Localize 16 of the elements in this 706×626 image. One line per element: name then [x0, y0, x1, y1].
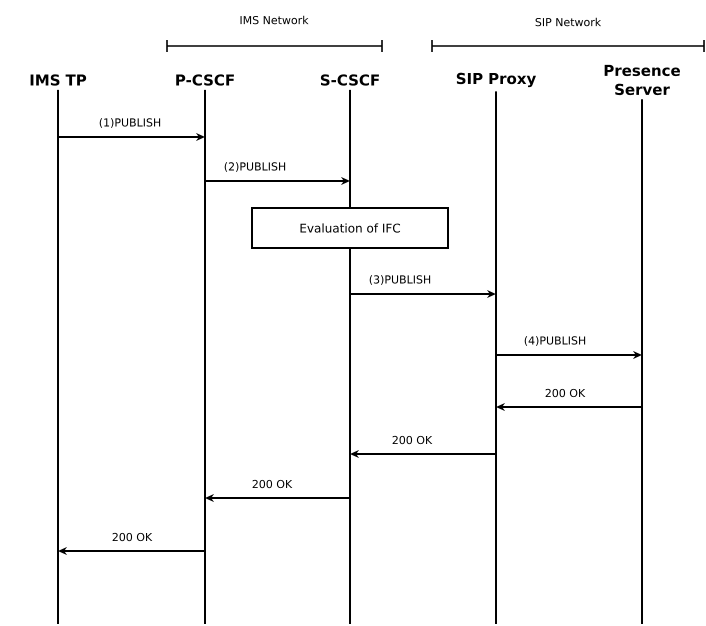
edge-label: 200 OK — [392, 436, 432, 444]
group-label: SIP Network — [536, 18, 602, 26]
participant-name: IMS TP — [30, 74, 86, 86]
edge-label: (1)PUBLISH — [100, 118, 160, 128]
edge-label: 200 OK — [546, 388, 586, 398]
participant-name: Presence Server — [604, 64, 680, 96]
participant-name: SIP Proxy — [456, 72, 536, 88]
edge-label: 200 OK — [252, 480, 292, 488]
edge-label: (4)PUBLISH — [524, 336, 586, 346]
edge-label: (3)PUBLISH — [370, 275, 430, 285]
edge-label: 200 OK — [112, 532, 152, 542]
edge-label: (2)PUBLISH — [224, 162, 286, 172]
participant-name: P-CSCF — [176, 74, 234, 86]
group-label: IMS Network — [240, 16, 309, 24]
participant-name: S-CSCF — [320, 74, 379, 86]
process-box: Evaluation of IFC — [251, 207, 449, 249]
